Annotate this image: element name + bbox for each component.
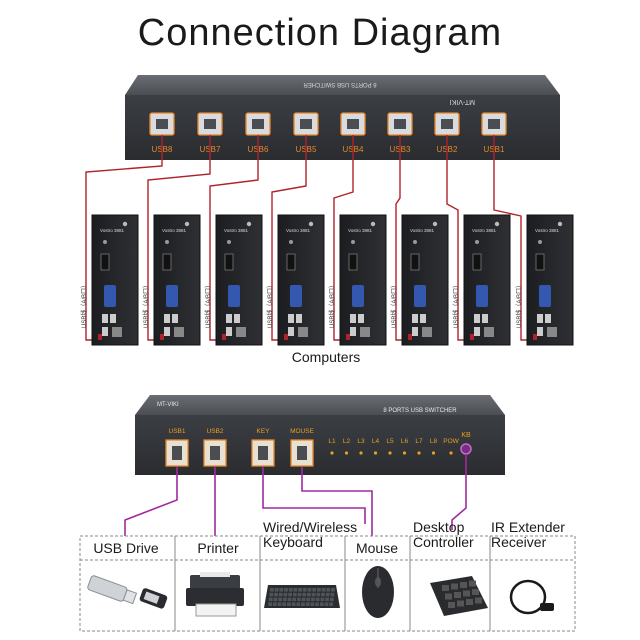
led-indicator (373, 451, 378, 455)
bottom-port-label: USB1 (169, 428, 186, 435)
computer-model: Vostro 3881 (348, 228, 373, 233)
led-label: L2 (343, 438, 351, 445)
printer-label: Printer (197, 540, 239, 556)
printer-icon (186, 572, 244, 617)
cable-label: USB线（A/B口） (266, 282, 274, 328)
red-cable (147, 135, 211, 341)
cable-label: USB线（A/B口） (204, 282, 212, 328)
computer-model: Vostro 3881 (535, 228, 560, 233)
ir-label-line2: Receiver (491, 534, 547, 550)
mouse-icon (362, 566, 394, 618)
cable-label: USB线（A/B口） (80, 282, 88, 328)
cable-label: USB线（A/B口） (142, 282, 150, 328)
keyboard-label-line2: Keyboard (263, 534, 323, 550)
keyboard-icon (264, 585, 340, 608)
bottom-port-label: USB2 (207, 428, 224, 435)
bottom-switch-ports: USB1 USB2 KEY MOUSE (165, 428, 315, 467)
mouse-label: Mouse (356, 540, 398, 556)
bottom-port-label: MOUSE (290, 428, 315, 435)
bottom-switch-leds: L1 L2 L3 L4 L5 L6 L7 L8 POW (328, 438, 460, 455)
kb-port (460, 443, 472, 455)
computer-model: Vostro 3881 (224, 228, 249, 233)
computer-model: Vostro 3881 (162, 228, 187, 233)
led-label: POW (443, 438, 459, 445)
red-cable (395, 135, 406, 341)
keyboard-label-line1: Wired/Wireless (263, 519, 357, 535)
desktop-label-line2: Controller (413, 534, 474, 550)
bottom-cables (124, 454, 467, 536)
led-indicator (330, 451, 334, 455)
computer-model: Vostro 3881 (410, 228, 435, 233)
led-label: L8 (430, 438, 438, 445)
bottom-switch-brand: MT-VIKI (157, 402, 179, 408)
led-label: L7 (415, 438, 423, 445)
red-cable (271, 135, 307, 341)
computer-model: Vostro 3881 (286, 228, 311, 233)
led-label: L1 (328, 438, 336, 445)
led-indicator (359, 451, 363, 455)
led-indicator (449, 451, 453, 455)
red-cable (446, 135, 468, 341)
bottom-switch: MT-VIKI 8 PORTS USB SWITCHER USB1 USB2 KEY… (135, 395, 505, 475)
cable-label: USB线（A/B口） (452, 282, 460, 328)
led-indicator (417, 451, 421, 455)
red-cable (85, 135, 163, 341)
led-indicator (402, 451, 407, 455)
red-cable (493, 135, 531, 341)
led-indicator (431, 451, 436, 455)
bottom-port-label: KEY (256, 428, 270, 435)
computers-caption: Computers (292, 349, 360, 365)
usb-drive-icon (87, 575, 168, 609)
ir-label-line1: IR Extender (491, 519, 565, 535)
computer-model: Vostro 3881 (472, 228, 497, 233)
top-switch-brand: MT-VIKI (450, 98, 475, 105)
red-cable (209, 135, 259, 341)
ir-receiver-icon (509, 579, 554, 615)
usb-drive-label: USB Drive (93, 540, 159, 556)
bottom-switch-label: 8 PORTS USB SWITCHER (383, 408, 457, 414)
computer-model: Vostro 3881 (100, 228, 125, 233)
top-cables (85, 135, 531, 341)
red-cable (333, 135, 354, 341)
led-label: L3 (357, 438, 365, 445)
desktop-label-line1: Desktop (413, 519, 465, 535)
kb-label: KB (461, 432, 471, 439)
cable-label: USB线（A/B口） (390, 282, 398, 328)
led-label: L4 (372, 438, 380, 445)
cable-label: USB线（A/B口） (515, 282, 523, 328)
top-switch-label: 8 PORTS USB SWITCHER (303, 81, 377, 87)
device-boxes (79, 535, 576, 632)
page-title: Connection Diagram (137, 12, 503, 54)
led-indicator (344, 451, 349, 455)
cable-label: USB线（A/B口） (328, 282, 336, 328)
led-label: L6 (401, 438, 409, 445)
desktop-controller-icon (430, 576, 488, 616)
led-indicator (388, 451, 392, 455)
led-label: L5 (386, 438, 394, 445)
